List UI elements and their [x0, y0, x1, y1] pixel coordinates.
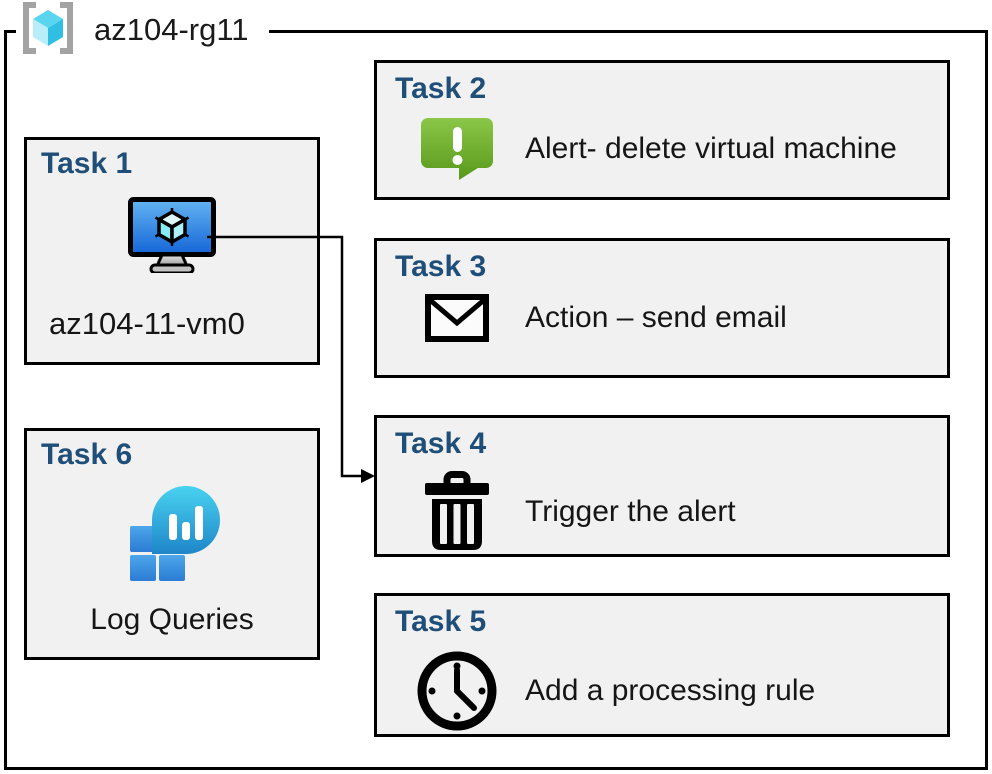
task-6-text: Log Queries [90, 603, 254, 636]
clock-icon [415, 649, 499, 733]
task-4-text: Trigger the alert [525, 495, 736, 528]
resource-group-header: az104-rg11 [16, 1, 269, 60]
resource-group-boundary [4, 30, 988, 770]
task-1-label: Task 1 [41, 147, 133, 180]
trash-icon [415, 471, 499, 553]
email-icon [415, 294, 499, 342]
alert-icon [415, 116, 499, 182]
task-4-label: Task 4 [395, 427, 487, 460]
task-3-label: Task 3 [395, 250, 487, 283]
resource-group-name: az104-rg11 [94, 12, 249, 47]
task-2-box: Task 2 Alert- delete virtual machine [374, 60, 950, 200]
virtual-machine-icon [128, 197, 216, 278]
task-3-text: Action – send email [525, 301, 787, 334]
task-2-text: Alert- delete virtual machine [525, 132, 897, 165]
task-4-box: Task 4 Trigger the alert [374, 415, 950, 557]
task-5-label: Task 5 [395, 605, 487, 638]
log-queries-icon [122, 484, 222, 589]
task-6-label: Task 6 [41, 438, 133, 471]
task-3-box: Task 3 Action – send email [374, 238, 950, 378]
resource-group-icon [18, 1, 78, 60]
task-6-box: Task 6 Log Queries [24, 428, 320, 660]
task-2-label: Task 2 [395, 72, 487, 105]
task-5-text: Add a processing rule [525, 674, 816, 707]
task-1-text: az104-11-vm0 [49, 306, 245, 341]
task-1-box: Task 1 [24, 137, 320, 365]
task-5-box: Task 5 Add a processing rule [374, 593, 950, 737]
